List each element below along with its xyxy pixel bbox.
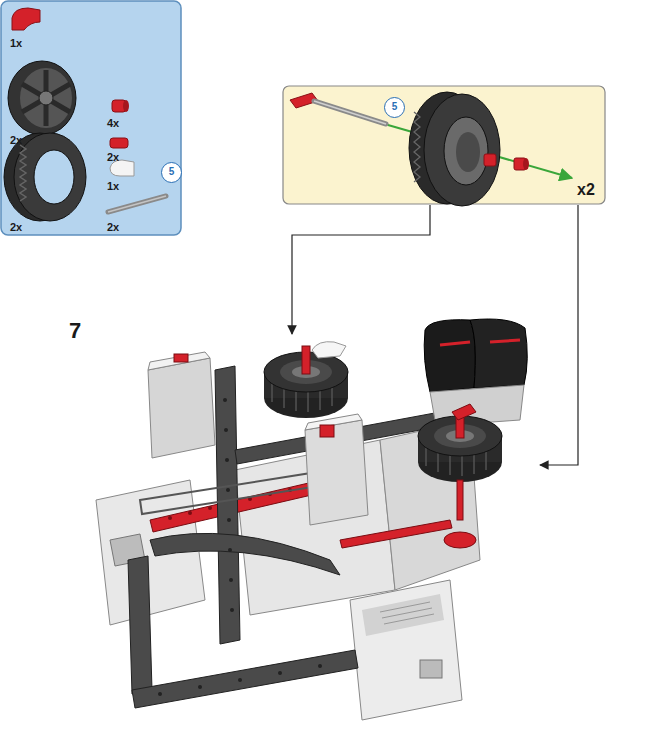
part-count: x2 [577,182,595,198]
part-count: 4x [107,118,119,129]
parts-panel: 1x 2x 2x 4x 2x 1x 2x 5 [1,1,181,235]
parts-panel: x2 5 [283,86,605,204]
parts-panel-art [1,1,181,235]
part-count: 2x [10,135,22,146]
callout-number: 5 [162,163,181,181]
part-count: 1x [107,181,119,192]
part-count: 1x [10,38,22,49]
callout-number: 5 [385,98,404,116]
part-count: 2x [10,222,22,233]
part-count: 2x [107,222,119,233]
part-count: 2x [107,152,119,163]
callout-badge: 5 [161,162,182,183]
step-number: 7 [69,320,81,342]
callout-panel-art [283,86,605,206]
callout-badge: 5 [384,97,405,118]
robot-model [96,319,527,720]
